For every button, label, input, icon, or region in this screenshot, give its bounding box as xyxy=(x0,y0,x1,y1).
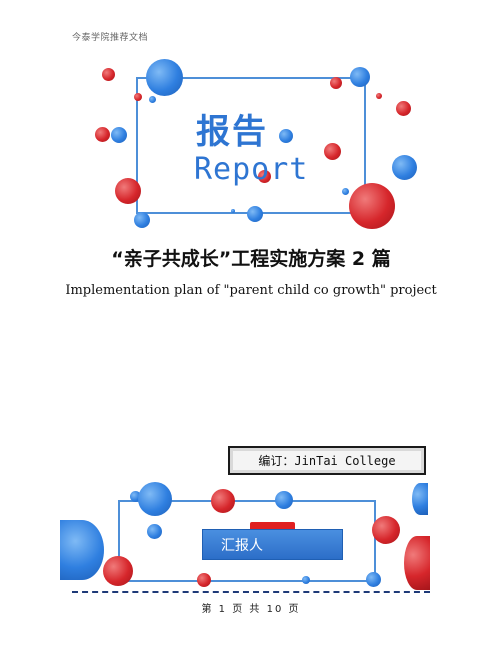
document-title: “亲子共成长”工程实施方案 2 篇 xyxy=(111,248,391,270)
decor-dot xyxy=(211,489,235,513)
page-footer: 第 1 页 共 10 页 xyxy=(201,604,301,615)
decor-dot xyxy=(342,188,349,195)
decor-dot xyxy=(134,93,142,101)
decor-dot xyxy=(95,127,110,142)
decor-dot xyxy=(138,482,172,516)
decor-dot xyxy=(197,573,211,587)
cover-title-cn: 报告 xyxy=(196,112,268,152)
decor-dot xyxy=(366,572,381,587)
decor-dot xyxy=(147,524,162,539)
editor-box: 编订：JinTai College xyxy=(228,446,426,475)
decor-dot xyxy=(275,491,293,509)
decor-dot xyxy=(146,59,183,96)
decor-dot xyxy=(130,491,141,502)
decor-dot xyxy=(115,178,141,204)
reporter-label: 汇报人 xyxy=(221,537,263,554)
separator-line xyxy=(72,591,430,593)
reporter-red-tab xyxy=(250,522,295,533)
decor-dot xyxy=(372,516,400,544)
decor-dot xyxy=(103,556,133,586)
decor-dot xyxy=(330,77,342,89)
document-subtitle: Implementation plan of "parent child co … xyxy=(65,283,437,298)
decor-dot xyxy=(376,93,382,99)
decor-dot xyxy=(396,101,411,116)
decor-dot xyxy=(149,96,156,103)
decor-dot xyxy=(258,170,271,183)
decor-dot xyxy=(404,536,430,590)
decor-dot xyxy=(134,212,150,228)
reporter-bar: 汇报人 xyxy=(202,529,343,560)
decor-dot xyxy=(102,68,115,81)
decor-dot xyxy=(231,209,235,213)
decor-dot xyxy=(247,206,263,222)
decor-dot xyxy=(60,520,104,580)
editor-label: 编订：JinTai College xyxy=(258,454,396,468)
decor-dot xyxy=(324,143,341,160)
decor-dot xyxy=(111,127,127,143)
bottom-frame xyxy=(118,500,376,582)
decor-dot xyxy=(392,155,417,180)
decor-dot xyxy=(302,576,310,584)
cover-title-en: Report xyxy=(194,152,309,187)
decor-dot xyxy=(349,183,395,229)
decor-dot xyxy=(279,129,293,143)
decor-dot xyxy=(350,67,370,87)
decor-dot xyxy=(412,483,428,515)
header-text: 今泰学院推荐文档 xyxy=(72,33,149,43)
